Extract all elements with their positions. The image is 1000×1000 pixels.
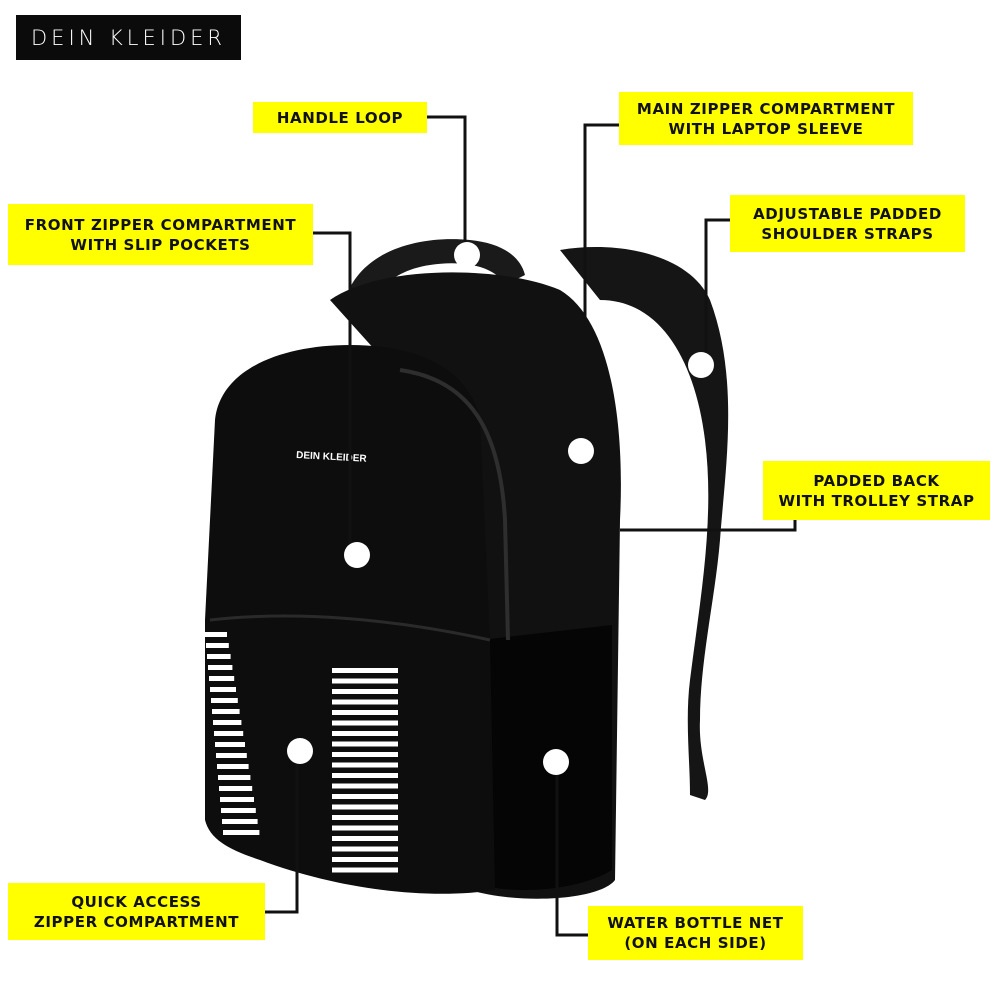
reflective-stripes	[205, 632, 398, 873]
stripe	[332, 846, 398, 852]
callout-text: QUICK ACCESS	[71, 892, 202, 911]
stripe	[212, 709, 240, 714]
leader-lines	[265, 115, 797, 937]
stripe	[332, 752, 398, 757]
stripe	[332, 825, 398, 831]
stripe	[222, 819, 258, 824]
stripe	[332, 762, 398, 768]
stripe	[214, 731, 244, 736]
callout-shoulder-straps: ADJUSTABLE PADDED SHOULDER STRAPS	[730, 195, 965, 252]
callout-dots	[287, 242, 714, 775]
stripe	[220, 797, 254, 802]
stripe	[205, 632, 227, 637]
handle-loop	[345, 239, 525, 310]
callout-main-zipper: MAIN ZIPPER COMPARTMENT WITH LAPTOP SLEE…	[619, 92, 913, 145]
callout-text: SHOULDER STRAPS	[761, 224, 934, 243]
stripe	[332, 710, 398, 715]
callout-text: MAIN ZIPPER COMPARTMENT	[636, 99, 896, 118]
stripe	[332, 867, 398, 873]
stripe	[332, 731, 398, 736]
callout-text: PADDED BACK	[813, 471, 940, 490]
stripe	[332, 804, 398, 810]
callout-handle-loop: HANDLE LOOP	[253, 102, 427, 133]
callout-text: (ON EACH SIDE)	[624, 934, 767, 952]
callout-text: WATER BOTTLE NET	[607, 914, 784, 932]
stripe	[332, 815, 398, 820]
callout-text: HANDLE LOOP	[276, 108, 404, 127]
stripe	[215, 742, 245, 747]
stripe	[216, 753, 247, 758]
callout-text: WITH TROLLEY STRAP	[778, 491, 975, 510]
brand-logo: DEIN KLEIDER	[16, 15, 241, 60]
stripe	[332, 783, 398, 789]
stripe	[221, 808, 256, 813]
stripe	[219, 786, 253, 791]
callout-quick-access: QUICK ACCESS ZIPPER COMPARTMENT	[8, 883, 265, 940]
stripe	[332, 836, 398, 841]
stripe	[213, 720, 242, 725]
stripe	[332, 857, 398, 862]
callout-text: WITH LAPTOP SLEEVE	[668, 119, 864, 138]
stripe	[332, 689, 398, 694]
zipper-line	[399, 368, 510, 641]
callout-water-bottle: WATER BOTTLE NET (ON EACH SIDE)	[588, 906, 803, 960]
stripe	[332, 794, 398, 799]
stripe	[332, 699, 398, 705]
stripe	[332, 741, 398, 747]
stripe	[208, 665, 233, 670]
stripe	[217, 764, 249, 769]
stripe	[206, 643, 229, 648]
stripe	[211, 698, 238, 703]
stripe	[332, 773, 398, 778]
stripe	[332, 668, 398, 673]
stripe	[218, 775, 251, 780]
callout-text: ADJUSTABLE PADDED	[753, 204, 942, 223]
callout-front-zipper: FRONT ZIPPER COMPARTMENT WITH SLIP POCKE…	[8, 204, 313, 265]
stripe	[223, 830, 260, 835]
callout-text: WITH SLIP POCKETS	[70, 235, 251, 254]
stripe	[209, 676, 235, 681]
stripe	[332, 678, 398, 684]
callout-text: FRONT ZIPPER COMPARTMENT	[24, 215, 297, 234]
stripe	[332, 720, 398, 726]
stripe	[207, 654, 231, 659]
callout-padded-back: PADDED BACK WITH TROLLEY STRAP	[763, 461, 990, 520]
stripe	[210, 687, 236, 692]
callout-text: ZIPPER COMPARTMENT	[33, 912, 240, 931]
